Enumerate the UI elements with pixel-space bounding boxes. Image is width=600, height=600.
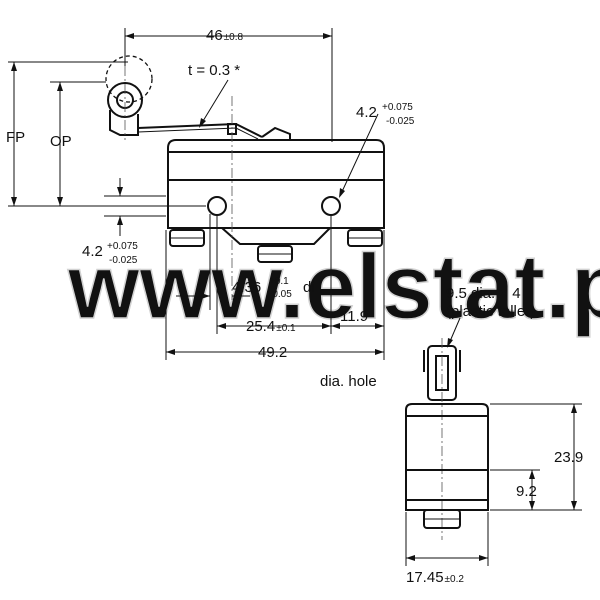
watermark: www.elstat.pl xyxy=(67,236,600,338)
dim-fp: FP xyxy=(6,129,25,146)
front-dimension-lines xyxy=(8,28,385,360)
svg-text:+0.075: +0.075 xyxy=(382,102,413,113)
svg-text:+0.1: +0.1 xyxy=(269,276,289,287)
svg-text:9.5 dia. × 4: 9.5 dia. × 4 xyxy=(446,285,521,302)
svg-text:4.36: 4.36 xyxy=(232,279,261,296)
dim-25-4: 25.4±0.1 xyxy=(246,318,296,335)
dim-op: OP xyxy=(50,133,72,150)
svg-text:-0.025: -0.025 xyxy=(386,116,415,127)
side-dimension-lines xyxy=(405,317,582,566)
roller-note: 9.5 dia. × 4 (plastic toller) xyxy=(446,285,535,320)
dim-hole-right: 4.2 +0.075 -0.025 xyxy=(356,102,415,127)
dim-46: 46±0.8 xyxy=(206,27,244,44)
svg-text:di: di xyxy=(303,279,315,296)
dim-49-2: 49.2 xyxy=(258,344,287,361)
side-body xyxy=(405,403,489,529)
switch-body xyxy=(167,96,385,300)
terminals xyxy=(169,229,383,263)
dia-hole-note: dia. hole xyxy=(320,373,377,390)
dim-9-2: 9.2 xyxy=(516,483,537,500)
dim-23-9: 23.9 xyxy=(554,449,583,466)
dim-hole-offset: 4.36 +0.1 -0.05 di xyxy=(232,276,315,300)
svg-text:4.2: 4.2 xyxy=(356,104,377,121)
svg-text:-0.05: -0.05 xyxy=(269,289,292,300)
dim-thickness: t = 0.3 * xyxy=(188,62,240,79)
side-view xyxy=(405,317,582,566)
svg-text:4.2: 4.2 xyxy=(82,243,103,260)
dimension-labels: 46±0.8 t = 0.3 * FP OP 4.2 +0.075 -0.025… xyxy=(6,27,583,586)
dim-11-9: 11.9 xyxy=(340,308,368,325)
svg-text:+0.075: +0.075 xyxy=(107,241,138,252)
dim-17-45: 17.45±0.2 xyxy=(406,569,464,586)
svg-text:(plastic toller): (plastic toller) xyxy=(446,303,535,320)
front-view xyxy=(8,28,385,360)
svg-text:-0.025: -0.025 xyxy=(109,255,138,266)
dim-hole-left: 4.2 +0.075 -0.025 xyxy=(82,241,138,266)
side-roller xyxy=(423,338,461,540)
